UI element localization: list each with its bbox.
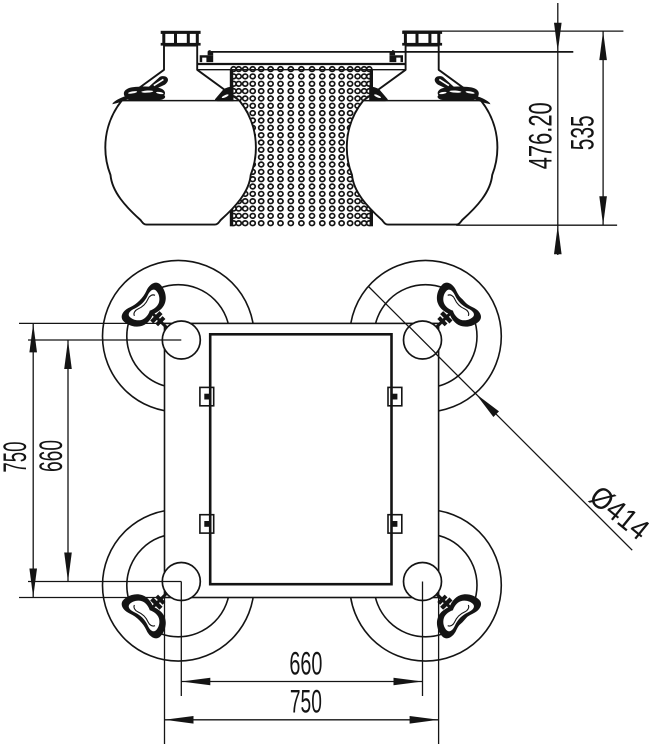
svg-text:750: 750 — [0, 442, 33, 473]
svg-text:476.20: 476.20 — [522, 102, 558, 169]
svg-text:535: 535 — [564, 115, 600, 150]
svg-text:660: 660 — [289, 645, 322, 681]
svg-text:750: 750 — [290, 683, 322, 719]
svg-text:660: 660 — [33, 440, 69, 472]
